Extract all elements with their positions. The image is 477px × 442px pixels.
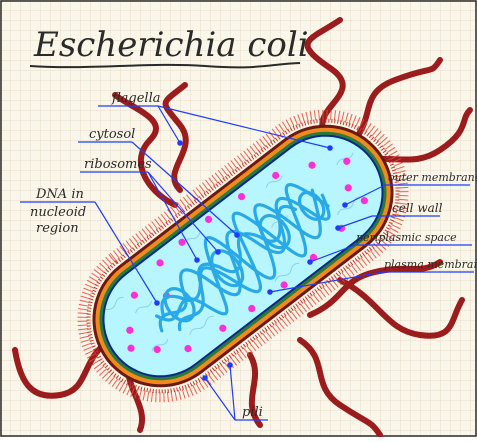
dna-leader-dot [155,301,159,305]
pili-leader-dot [228,363,232,367]
label-outer-membrane: outer membrane [388,171,477,184]
label-periplasmic-space: periplasmic space [356,231,457,244]
label-pili: pili [242,405,263,420]
plasma-membrane-leader-dot [268,290,272,294]
ribosomes-leader-dot [195,258,199,262]
label-flagella: flagella [111,91,161,106]
periplasmic-space-leader-dot [308,260,312,264]
diagram-title: Escherichia coli [33,25,309,65]
label-cell-wall: cell wall [392,201,443,215]
cytosol-leader-dot [235,233,239,237]
cell-wall-leader-dot [336,226,340,230]
label-dna-line3: region [36,221,79,236]
label-plasma-membrane: plasma membrane [384,258,477,271]
ribosomes-leader-dot [216,250,220,254]
outer-membrane-leader-dot [343,203,347,207]
flagella-leader-dot [328,146,332,150]
label-dna-line2: nucleoid [30,205,86,220]
flagella-leader-dot [178,141,182,145]
pili-leader-dot [203,376,207,380]
label-cytosol: cytosol [89,127,135,142]
label-ribosomes: ribosomes [84,157,152,172]
label-dna-line1: DNA in [35,187,84,202]
